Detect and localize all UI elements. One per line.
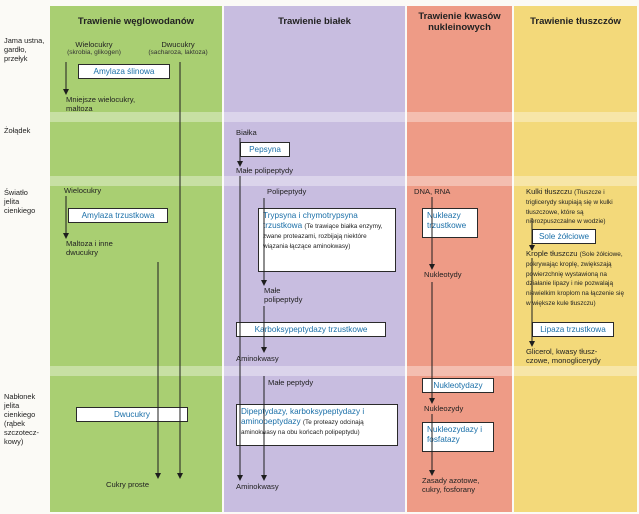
protein-small-polypeptides-stomach: Małe polipeptydy [236, 166, 293, 175]
row-label-mouth: Jama ustna, gardło, przełyk [4, 36, 45, 63]
carb-lumen-polysaccharides: Wielocukry [64, 186, 102, 195]
pancreatic-amylase-box: Amylaza trzustkowa [68, 208, 168, 223]
nucleic-dna-rna: DNA, RNA [414, 187, 451, 196]
protein-proteins: Białka [236, 128, 257, 137]
fat-globules: Kulki tłuszczu (Tłuszcze i triglicerydy … [526, 187, 613, 226]
carb-column-bg [50, 6, 222, 512]
protein-amino-lumen: Aminokwasy [236, 354, 279, 363]
trypsin-box: Trypsyna i chymotrypsyna trzustkowa (Te … [258, 208, 396, 272]
protein-polypeptides: Polipeptydy [267, 187, 307, 196]
row-separator-2 [50, 176, 637, 186]
carb-polysaccharides: Wielocukry (skrobia, glikogen) [67, 40, 121, 57]
protein-small-polypeptides: Małe polipeptydy [264, 286, 303, 305]
protein-amino-final: Aminokwasy [236, 482, 279, 491]
row-separator-3 [50, 366, 637, 376]
nucleic-bases: Zasady azotowe, cukry, fosforany [422, 476, 480, 495]
nucleosidases-box: Nukleozydazy i fosfatazy [422, 422, 494, 452]
nucleases-box: Nukleazy trzustkowe [422, 208, 478, 238]
carboxypeptidase-box: Karboksypeptydazy trzustkowe [236, 322, 386, 337]
carb-disaccharides: Dwucukry (sacharoza, laktoza) [148, 40, 208, 57]
carb-simple-sugars: Cukry proste [106, 480, 150, 489]
disaccharidases-box: Dwucukry [76, 407, 188, 422]
pepsin-box: Pepsyna [240, 142, 290, 157]
header-fat: Trawienie tłuszczów [530, 16, 621, 27]
row-label-stomach: Żołądek [4, 126, 31, 135]
row-label-lumen: Światło jelita cienkiego [4, 188, 36, 215]
fat-products: Glicerol, kwasy tłusz- czowe, monoglicer… [526, 347, 601, 366]
carb-maltose: Maltoza i inne dwucukry [66, 239, 113, 258]
bile-salts-box: Sole żółciowe [532, 229, 596, 244]
nucleic-nucleotides: Nukleotydy [424, 270, 462, 279]
nucleotidases-box: Nukleotydazy [422, 378, 494, 393]
dipeptidases-box: Dipeptydazy, karboksypeptydazy i aminope… [236, 404, 398, 446]
row-separator-1 [50, 112, 637, 122]
header-carb: Trawienie węglowodanów [77, 16, 195, 27]
header-protein: Trawienie białek [278, 16, 351, 27]
header-nucleic-line2: nukleinowych [428, 22, 491, 33]
header-nucleic-line1: Trawienie kwasów [418, 11, 501, 22]
salivary-amylase-box: Amylaza ślinowa [78, 64, 170, 79]
fat-droplets: Krople tłuszczu (Sole żółciowe, pokrywaj… [526, 249, 625, 307]
row-label-epithelium: Nabłonek jelita cienkiego (rąbek szczote… [4, 392, 39, 446]
fat-column-bg [514, 6, 637, 512]
carb-smaller-polysaccharides: Mniejsze wielocukry, maltoza [66, 95, 136, 114]
lipase-box: Lipaza trzustkowa [532, 322, 614, 337]
protein-small-peptides: Małe peptydy [268, 378, 314, 387]
nucleic-nucleosides: Nukleozydy [424, 404, 464, 413]
